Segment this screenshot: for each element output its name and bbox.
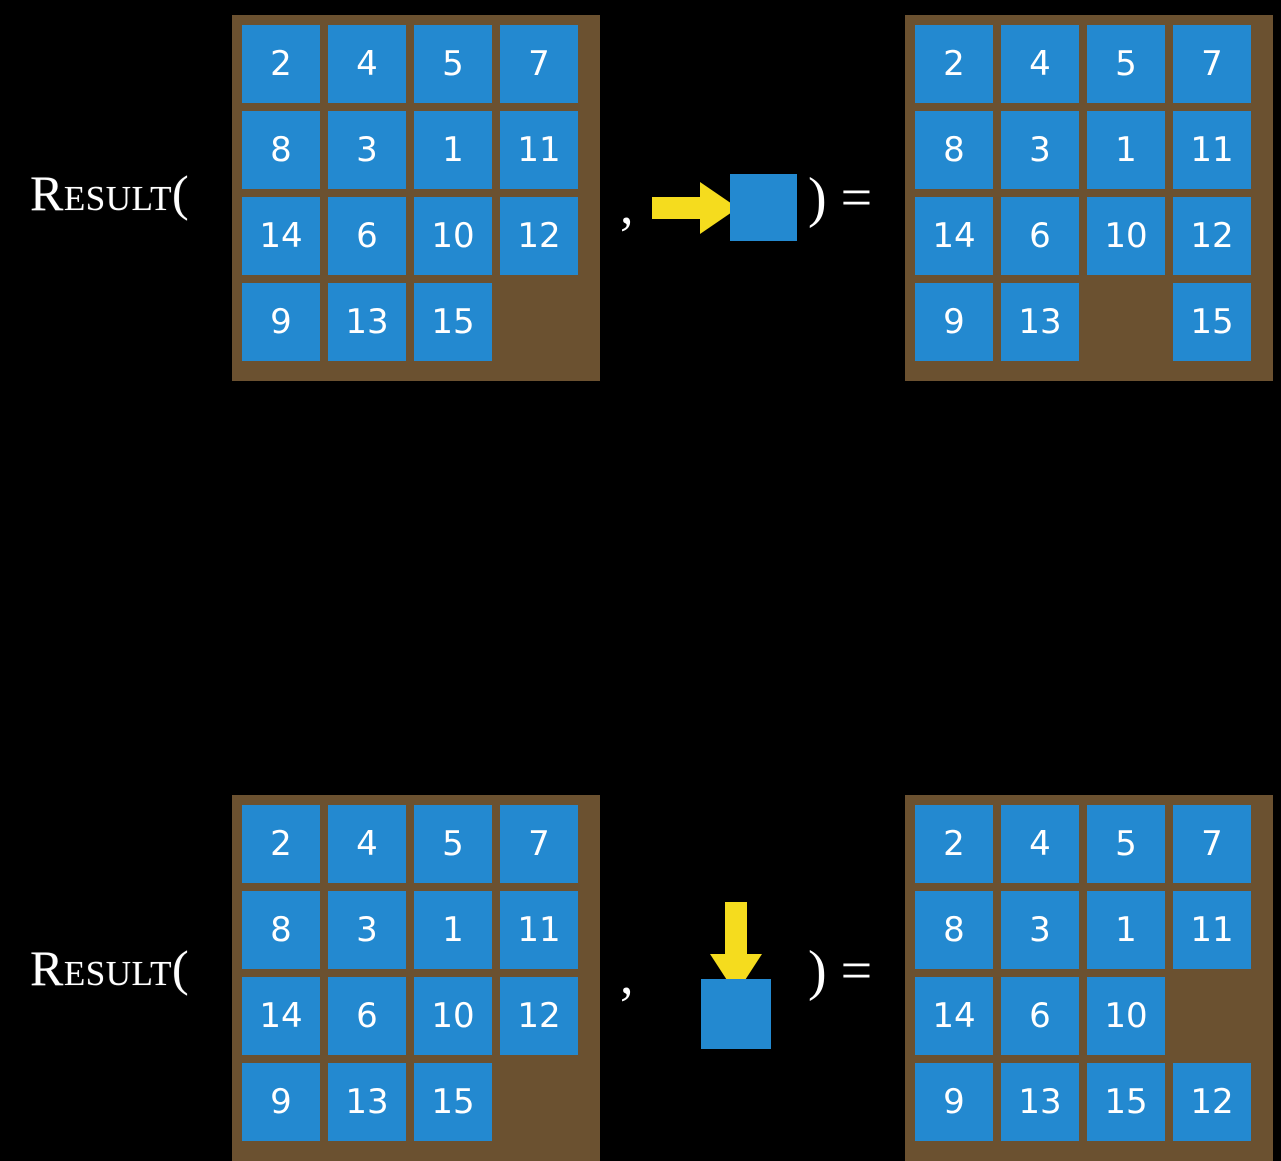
tile[interactable]: 7: [1173, 25, 1251, 103]
tile[interactable]: 13: [328, 283, 406, 361]
input-board-row-2: 2 4 5 7 8 3 1 11 14 6 10 12 9 13 15: [232, 795, 600, 1161]
tile[interactable]: 9: [242, 1063, 320, 1141]
tile[interactable]: 12: [1173, 197, 1251, 275]
tile[interactable]: 13: [328, 1063, 406, 1141]
tile[interactable]: 5: [414, 805, 492, 883]
tile[interactable]: 11: [1173, 891, 1251, 969]
tile[interactable]: 9: [915, 1063, 993, 1141]
tile[interactable]: 10: [414, 197, 492, 275]
tile[interactable]: 9: [915, 283, 993, 361]
output-board-row-1: 2 4 5 7 8 3 1 11 14 6 10 12 9 13 15: [905, 15, 1273, 381]
input-board-row-1: 2 4 5 7 8 3 1 11 14 6 10 12 9 13 15: [232, 15, 600, 381]
tile[interactable]: 5: [414, 25, 492, 103]
tile[interactable]: 14: [242, 977, 320, 1055]
tile[interactable]: 15: [1173, 283, 1251, 361]
tile[interactable]: 12: [1173, 1063, 1251, 1141]
arrow-right-icon: [652, 180, 738, 236]
tile[interactable]: 14: [915, 197, 993, 275]
tile[interactable]: 1: [1087, 891, 1165, 969]
blank-tile[interactable]: [500, 1063, 578, 1141]
tile[interactable]: 15: [414, 283, 492, 361]
tile[interactable]: 4: [328, 25, 406, 103]
tile[interactable]: 2: [915, 25, 993, 103]
tile[interactable]: 1: [414, 111, 492, 189]
blank-tile[interactable]: [1173, 977, 1251, 1055]
tile[interactable]: 6: [1001, 197, 1079, 275]
tile[interactable]: 11: [500, 111, 578, 189]
output-board-row-2: 2 4 5 7 8 3 1 11 14 6 10 9 13 15 12: [905, 795, 1273, 1161]
close-paren-equals-row-1: ) =: [808, 167, 873, 229]
tile[interactable]: 8: [242, 111, 320, 189]
tile[interactable]: 3: [328, 891, 406, 969]
tile[interactable]: 1: [1087, 111, 1165, 189]
tile[interactable]: 2: [915, 805, 993, 883]
tile[interactable]: 7: [500, 25, 578, 103]
result-label-text-row-2: Result(: [30, 940, 190, 996]
tile[interactable]: 12: [500, 977, 578, 1055]
result-label-row-2: Result(: [30, 943, 189, 993]
tile[interactable]: 10: [1087, 977, 1165, 1055]
blank-tile[interactable]: [500, 283, 578, 361]
result-label-text-row-1: Result(: [30, 165, 190, 221]
tile[interactable]: 4: [1001, 25, 1079, 103]
tile[interactable]: 14: [242, 197, 320, 275]
tile[interactable]: 13: [1001, 283, 1079, 361]
move-tile-row-2[interactable]: [701, 979, 771, 1049]
tile[interactable]: 11: [1173, 111, 1251, 189]
tile[interactable]: 8: [915, 111, 993, 189]
close-paren-equals-row-2: ) =: [808, 940, 873, 1002]
comma-separator-row-1: ,: [620, 175, 634, 235]
tile[interactable]: 4: [1001, 805, 1079, 883]
tile[interactable]: 7: [1173, 805, 1251, 883]
comma-separator-row-2: ,: [620, 945, 634, 1005]
tile[interactable]: 4: [328, 805, 406, 883]
tile[interactable]: 5: [1087, 25, 1165, 103]
tile[interactable]: 1: [414, 891, 492, 969]
equation-row-1: Result( 2 4 5 7 8 3 1 11 14 6 10 12 9 13…: [0, 0, 1281, 390]
tile[interactable]: 8: [242, 891, 320, 969]
tile[interactable]: 5: [1087, 805, 1165, 883]
tile[interactable]: 12: [500, 197, 578, 275]
tile[interactable]: 15: [414, 1063, 492, 1141]
tile[interactable]: 13: [1001, 1063, 1079, 1141]
tile[interactable]: 10: [1087, 197, 1165, 275]
tile[interactable]: 6: [1001, 977, 1079, 1055]
tile[interactable]: 15: [1087, 1063, 1165, 1141]
blank-tile[interactable]: [1087, 283, 1165, 361]
tile[interactable]: 6: [328, 977, 406, 1055]
tile[interactable]: 14: [915, 977, 993, 1055]
equation-row-2: Result( 2 4 5 7 8 3 1 11 14 6 10 12 9 13…: [0, 390, 1281, 1161]
tile[interactable]: 3: [328, 111, 406, 189]
tile[interactable]: 6: [328, 197, 406, 275]
tile[interactable]: 3: [1001, 111, 1079, 189]
move-tile-row-1[interactable]: [730, 174, 797, 241]
tile[interactable]: 7: [500, 805, 578, 883]
tile[interactable]: 2: [242, 805, 320, 883]
result-label-row-1: Result(: [30, 168, 189, 218]
tile[interactable]: 9: [242, 283, 320, 361]
tile[interactable]: 11: [500, 891, 578, 969]
tile[interactable]: 10: [414, 977, 492, 1055]
tile[interactable]: 3: [1001, 891, 1079, 969]
tile[interactable]: 2: [242, 25, 320, 103]
tile[interactable]: 8: [915, 891, 993, 969]
